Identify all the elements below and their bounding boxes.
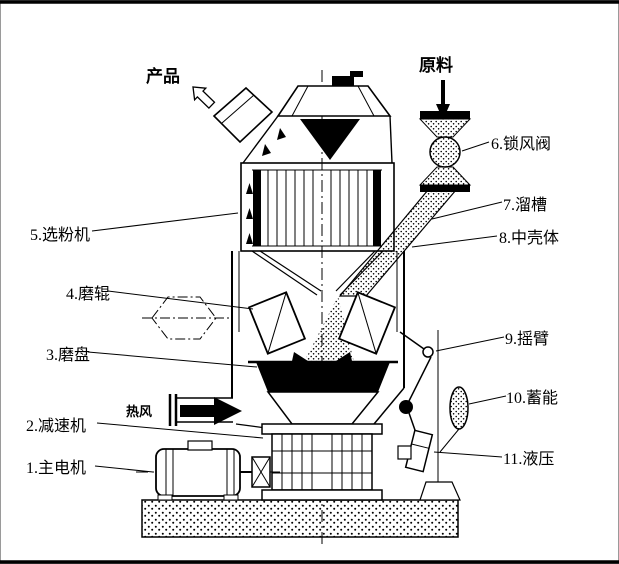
label-disc: 3.磨盘 <box>46 345 90 364</box>
main-motor <box>136 440 282 501</box>
phantom-roller-outline <box>142 296 232 340</box>
label-shell: 8.中壳体 <box>499 229 559 247</box>
airflow-arrow-icons <box>246 128 286 244</box>
leader-hydraulic <box>433 451 503 458</box>
label-roller: 4.磨辊 <box>66 285 110 303</box>
roller-contact-wedges <box>292 352 352 361</box>
leader-roller <box>107 290 254 310</box>
middle-shell <box>231 251 405 429</box>
label-classifier: 5.选粉机 <box>30 226 90 244</box>
leader-shell <box>411 235 498 248</box>
support-bracket <box>419 481 461 501</box>
classifier-cage <box>240 115 395 252</box>
leader-rocker <box>435 336 505 352</box>
leader-chute <box>431 201 503 220</box>
label-lock-valve: 6.锁风阀 <box>491 135 551 153</box>
hot-air-arrow-icon <box>180 397 242 425</box>
feed-cone <box>300 119 360 160</box>
label-rocker: 9.摇臂 <box>505 330 549 348</box>
label-reducer: 2.减速机 <box>26 417 86 435</box>
leader-motor <box>94 465 154 473</box>
leader-reducer <box>96 422 264 439</box>
leader-valve <box>461 141 490 152</box>
hot-air-duct <box>168 394 233 426</box>
label-raw-material: 原料 <box>419 55 453 75</box>
foundation <box>141 499 459 538</box>
shaft-coupling <box>251 456 271 488</box>
leader-disc <box>87 351 258 368</box>
leader-classifier <box>91 212 239 232</box>
accumulator <box>439 386 469 453</box>
grinding-roller-right <box>337 291 397 355</box>
material-stream <box>304 296 354 362</box>
reducer-gearbox <box>261 423 383 501</box>
rocker-arm-assembly <box>399 330 439 482</box>
hydraulic-valve-block <box>397 445 412 460</box>
leader-lines <box>87 141 507 473</box>
product-arrow-icon <box>192 86 216 110</box>
label-motor: 1.主电机 <box>26 459 86 477</box>
grinding-disc <box>248 360 398 392</box>
label-hydraulic: 11.液压 <box>503 450 554 468</box>
leader-accumulator <box>468 395 507 405</box>
label-chute: 7.溜槽 <box>503 196 547 214</box>
label-hot-air: 热风 <box>126 404 152 419</box>
raw-material-arrow-icon <box>436 80 450 120</box>
label-product: 产品 <box>146 66 180 86</box>
grinding-roller-left <box>247 291 307 355</box>
classifier-drive-housing <box>276 71 392 117</box>
label-accumulator: 10.蓄能 <box>506 389 558 407</box>
product-outlet-duct <box>212 86 274 144</box>
